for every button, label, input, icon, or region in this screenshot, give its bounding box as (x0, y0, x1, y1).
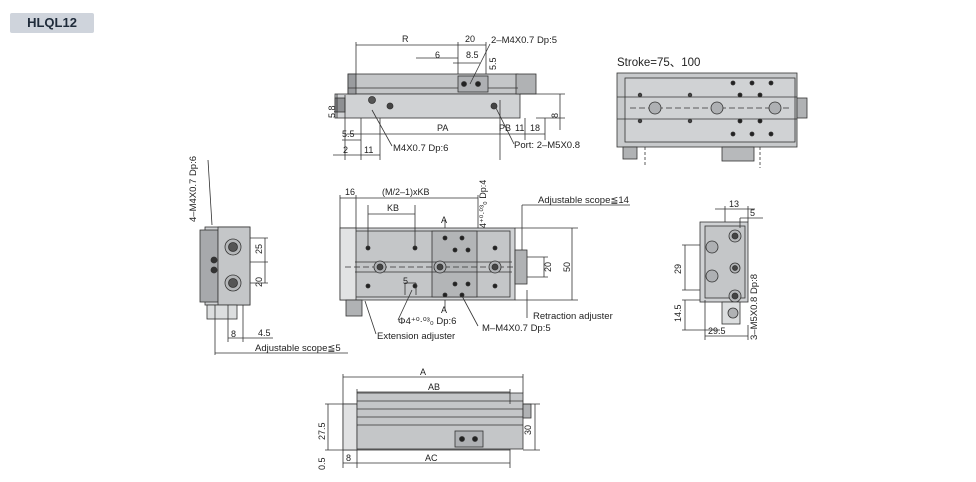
dim-8-front: 8 (346, 453, 351, 463)
dim-PB: PB (499, 123, 511, 133)
dim-30: 30 (523, 425, 533, 435)
label-retraction-adjuster: Retraction adjuster (533, 311, 613, 322)
dim-20-left: 20 (254, 277, 264, 287)
callout-port: Port: 2–M5X0.8 (514, 140, 580, 151)
dim-25: 25 (254, 244, 264, 254)
dim-m-kb: (M/2–1)xKB (382, 187, 430, 197)
stroke-view: Stroke=75、100 (616, 57, 808, 168)
dim-5-right: 5 (750, 208, 755, 218)
dim-16: 16 (345, 187, 355, 197)
dim-8-left: 8 (231, 329, 236, 339)
dim-18: 18 (530, 123, 540, 133)
dim-8: 8 (550, 113, 560, 118)
dim-8-5: 8.5 (466, 50, 479, 60)
dim-A: A (420, 367, 426, 377)
dim-R: R (402, 34, 409, 44)
dim-0-5: 0.5 (317, 457, 327, 470)
label-extension-adjuster: Extension adjuster (377, 331, 455, 342)
dim-5-plan: 5 (403, 276, 408, 286)
right-view: 13 5 29 14.5 29.5 3–M5X0.8 Dp:8 (673, 199, 763, 340)
callout-phi4: Φ4⁺⁰·⁰³₀ Dp:6 (398, 316, 456, 327)
left-view: 4–M4X0.7 Dp:6 25 20 8 4.5 Adjustable sco… (188, 156, 348, 355)
dim-KB: KB (387, 203, 399, 213)
dim-11a: 11 (364, 145, 373, 155)
top-view: R 20 2–M4X0.7 Dp:5 6 8.5 5.5 5.8 5.5 2 1… (327, 34, 580, 160)
stroke-label: Stroke=75、100 (617, 57, 700, 69)
dim-29-5: 29.5 (708, 326, 726, 336)
adj-scope-extend: Adjustable scope≦5 (255, 343, 341, 354)
dim-4-5: 4.5 (258, 328, 271, 338)
callout-m4-top: 2–M4X0.7 Dp:5 (491, 35, 557, 46)
dim-20: 20 (465, 34, 475, 44)
dim-11b: 11 (515, 123, 524, 133)
adj-scope-retract: Adjustable scope≦14 (538, 195, 629, 206)
callout-4-m4: 4–M4X0.7 Dp:6 (188, 156, 199, 222)
dim-14-5: 14.5 (673, 304, 683, 322)
callout-3-m5: 3–M5X0.8 Dp:8 (749, 274, 760, 340)
dim-PA: PA (437, 123, 448, 133)
dim-27-5: 27.5 (317, 422, 327, 440)
dim-5-5: 5.5 (342, 129, 355, 139)
dim-AB: AB (428, 382, 440, 392)
dim-dp4: 4⁺⁰·⁰³₀ Dp:4 (478, 180, 488, 228)
callout-m4-bottom: M4X0.7 Dp:6 (393, 143, 448, 154)
page-title: HLQL12 (10, 13, 94, 33)
dim-29: 29 (673, 264, 683, 274)
callout-m-m4: M–M4X0.7 Dp:5 (482, 323, 551, 334)
dim-2: 2 (343, 145, 348, 155)
section-A-bottom: A (441, 305, 447, 315)
dim-20-plan: 20 (543, 262, 553, 272)
section-A-top: A (441, 215, 447, 225)
dim-6: 6 (435, 50, 440, 60)
dim-13: 13 (729, 199, 739, 209)
dim-5-5-v: 5.5 (488, 57, 498, 70)
dim-AC: AC (425, 453, 438, 463)
dim-5-8: 5.8 (327, 105, 337, 118)
plan-view: 16 (M/2–1)xKB KB 4⁺⁰·⁰³₀ Dp:4 Adjustable… (339, 180, 630, 342)
dim-50: 50 (562, 262, 572, 272)
front-view: A AB 27.5 30 0.5 8 AC (317, 367, 540, 470)
